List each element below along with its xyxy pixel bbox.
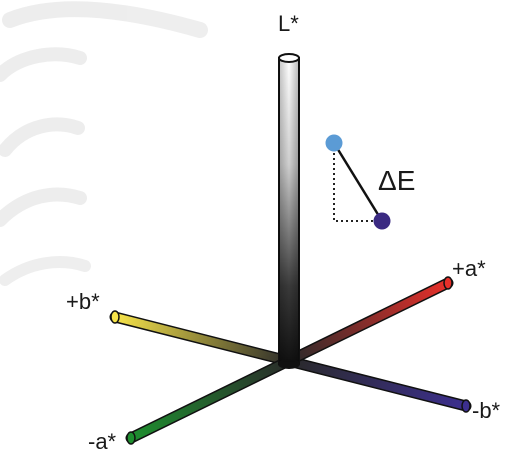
minus-b-axis-label: -b* xyxy=(472,398,501,423)
background-swirl xyxy=(0,187,87,227)
plus-b-end-cap xyxy=(110,310,120,324)
background-swirls xyxy=(0,1,208,286)
lightness-column-shading xyxy=(279,58,299,364)
lightness-top-cap xyxy=(278,53,300,63)
minus-a-axis-label: -a* xyxy=(88,429,117,454)
lightness-bottom-cap xyxy=(278,359,300,369)
minus-a-end-cap xyxy=(126,431,136,445)
background-swirl xyxy=(0,256,91,286)
delta-e-line xyxy=(332,142,384,222)
color-point-1 xyxy=(325,134,343,152)
background-swirl xyxy=(0,117,85,157)
minus-b-end-cap xyxy=(461,399,471,413)
lightness-axis xyxy=(278,53,300,369)
l-axis-label: L* xyxy=(278,11,299,36)
plus-b-axis-label: +b* xyxy=(66,289,100,314)
background-swirl xyxy=(0,47,87,82)
delta-e-illustration: ΔE xyxy=(325,134,415,230)
plus-a-end-cap xyxy=(443,276,453,290)
plus-a-axis-label: +a* xyxy=(452,256,486,281)
background-swirl xyxy=(2,1,208,38)
color-point-2 xyxy=(373,212,391,230)
delta-e-label: ΔE xyxy=(378,165,415,196)
delta-e-dotted-guide xyxy=(333,143,382,222)
